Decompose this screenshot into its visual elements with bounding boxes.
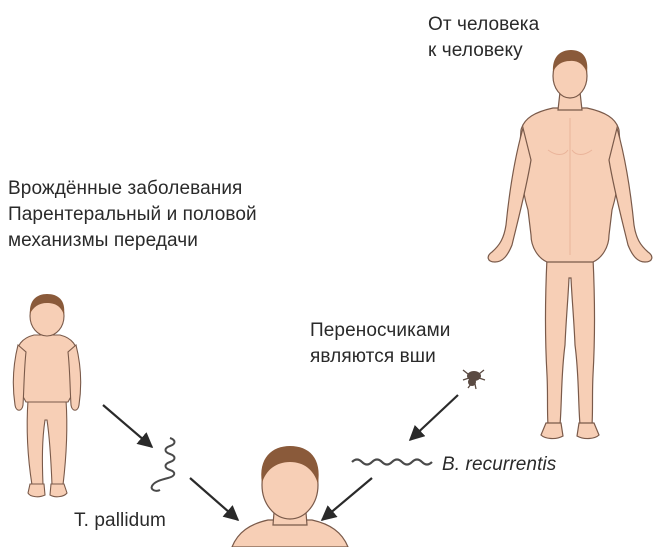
label-line: Врождённые заболевания — [8, 176, 257, 202]
adult-figure — [488, 50, 652, 439]
label-line: Парентеральный и половой — [8, 202, 257, 228]
label-line: к человеку — [428, 38, 539, 64]
label-line: От человека — [428, 12, 539, 38]
label-line: являются вши — [310, 344, 451, 370]
arrow-coil-to-patient — [190, 478, 238, 520]
child-figure — [13, 294, 80, 497]
arrow-wave-to-patient — [322, 478, 372, 520]
arrow-louse-to-wave — [410, 395, 458, 440]
label-line: Переносчиками — [310, 318, 451, 344]
label-human-to-human: От человека к человеку — [428, 12, 539, 64]
label-vectors: Переносчиками являются вши — [310, 318, 451, 370]
label-b-recurrentis: B. recurrentis — [442, 452, 556, 478]
spirochete-coil — [152, 438, 175, 491]
arrow-child-to-coil — [103, 405, 152, 447]
label-line: механизмы передачи — [8, 228, 257, 254]
patient-head — [232, 446, 348, 547]
louse-icon — [463, 370, 485, 389]
spirochete-wave — [352, 460, 432, 465]
label-t-pallidum: T. pallidum — [74, 508, 166, 534]
label-congenital: Врождённые заболевания Парентеральный и … — [8, 176, 257, 254]
